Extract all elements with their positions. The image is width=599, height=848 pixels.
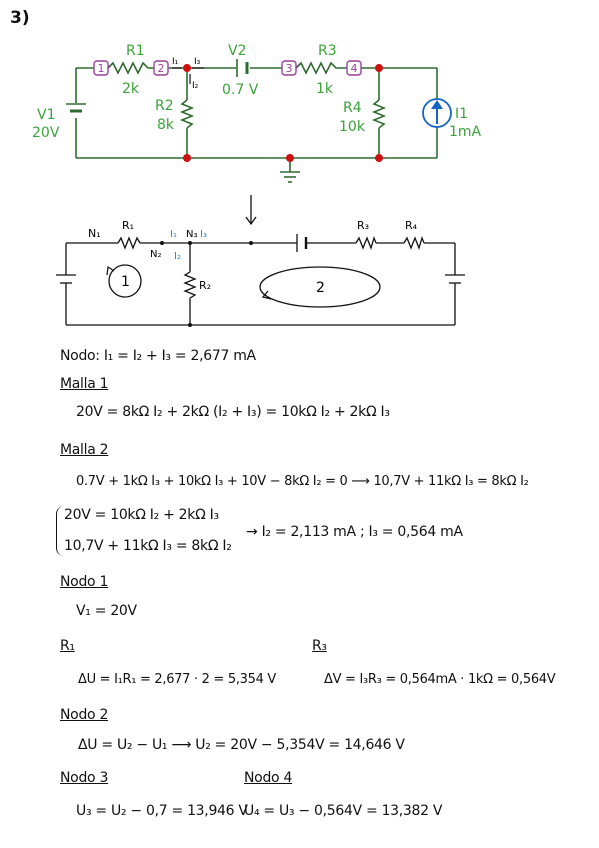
circuit-schematic: 1 2 3 4 I₁ I₃ I₂ R1 2k V2 0.7 V R3 1k R2… xyxy=(32,43,482,183)
system-brace xyxy=(56,506,65,556)
v2-label: V2 xyxy=(228,43,246,59)
system-equation-1: 20V = 10kΩ I₂ + 2kΩ I₃ xyxy=(64,507,219,523)
junction-dots xyxy=(183,64,383,162)
i1-value: 1mA xyxy=(449,124,482,140)
v2-value: 0.7 V xyxy=(222,82,259,98)
r4-label: R4 xyxy=(343,100,362,116)
v1-label: V1 xyxy=(37,107,55,123)
i1-current-source-symbol xyxy=(422,98,452,128)
sketch-wires xyxy=(56,195,465,326)
sketch-r4-label: R₄ xyxy=(405,219,418,232)
loop-2-label: 2 xyxy=(316,280,325,296)
nodo-2-equation: ΔU = U₂ − U₁ ⟶ U₂ = 20V − 5,354V = 14,64… xyxy=(78,737,405,753)
sketch-i3-label: I₃ xyxy=(200,229,207,240)
r1-value: 2k xyxy=(122,81,140,97)
nodo-3-equation: U₃ = U₂ − 0,7 = 13,946 V xyxy=(76,803,248,819)
r2-value: 8k xyxy=(157,117,175,133)
node-marker-1: 1 xyxy=(93,60,109,76)
loop-1-arrow xyxy=(106,265,115,276)
sketch-r1-symbol xyxy=(117,236,141,250)
current-arrows xyxy=(172,67,204,84)
svg-text:1: 1 xyxy=(98,62,105,75)
problem-number: 3) xyxy=(10,8,30,28)
nodo-equation: Nodo: I₁ = I₂ + I₃ = 2,677 mA xyxy=(60,348,256,364)
r4-value: 10k xyxy=(339,119,366,135)
r1-resistor-symbol xyxy=(107,61,155,75)
nodo-3-title: Nodo 3 xyxy=(60,770,109,786)
malla-2-equation: 0.7V + 1kΩ I₃ + 10kΩ I₃ + 10V − 8kΩ I₂ =… xyxy=(76,474,529,489)
r3-value: 1k xyxy=(316,81,334,97)
loop-1-label: 1 xyxy=(121,274,130,290)
i1-label: I1 xyxy=(455,106,468,122)
node-marker-3: 3 xyxy=(281,60,297,76)
nodo-4-equation: U₄ = U₃ − 0,564V = 13,382 V xyxy=(244,803,443,819)
sketch-i1-label: I₁ xyxy=(170,229,177,240)
r3-resistor-symbol xyxy=(295,61,347,75)
system-result: → I₂ = 2,113 mA ; I₃ = 0,564 mA xyxy=(246,524,463,540)
sketch-n3-label: N₃ xyxy=(186,229,198,240)
svg-text:2: 2 xyxy=(158,62,165,75)
sketch-n2-label: N₂ xyxy=(150,249,162,260)
r3-equation: ΔV = I₃R₃ = 0,564mA · 1kΩ = 0,564V xyxy=(324,672,556,687)
nodo-1-equation: V₁ = 20V xyxy=(76,603,137,619)
r3-label: R3 xyxy=(318,43,337,59)
sketch-i2-label: I₂ xyxy=(174,251,181,262)
r1-title: R₁ xyxy=(60,638,75,654)
r3-title: R₃ xyxy=(312,638,327,654)
r4-resistor-symbol xyxy=(371,99,387,129)
r1-label: R1 xyxy=(126,43,145,59)
node-marker-4: 4 xyxy=(346,60,362,76)
v2-battery-symbol xyxy=(236,59,249,77)
v1-value: 20V xyxy=(32,125,60,141)
system-equation-2: 10,7V + 11kΩ I₃ = 8kΩ I₂ xyxy=(64,538,232,554)
hand-drawn-circuit: 1 2 N₁ R₁ N₂ N₃ I₁ I₃ I₂ R₂ R₃ R₄ xyxy=(56,195,465,327)
node-marker-2: 2 xyxy=(153,60,169,76)
schematic-i3-label: I₃ xyxy=(194,57,201,67)
malla-1-title: Malla 1 xyxy=(60,376,109,392)
r1-equation: ΔU = I₁R₁ = 2,677 · 2 = 5,354 V xyxy=(78,672,276,687)
sketch-r2-label: R₂ xyxy=(199,279,211,292)
svg-text:3: 3 xyxy=(286,62,293,75)
sketch-r1-label: R₁ xyxy=(122,219,134,232)
sketch-r3-label: R₃ xyxy=(357,219,369,232)
r2-label: R2 xyxy=(155,98,174,114)
nodo-4-title: Nodo 4 xyxy=(244,770,293,786)
svg-text:4: 4 xyxy=(351,62,358,75)
sketch-dots xyxy=(160,241,253,327)
schematic-i1-label: I₁ xyxy=(172,57,179,67)
sketch-r3-symbol xyxy=(355,236,377,250)
loop-1-circle xyxy=(108,264,142,298)
sketch-r4-symbol xyxy=(403,236,425,250)
schematic-i2-label: I₂ xyxy=(192,81,199,91)
nodo-2-title: Nodo 2 xyxy=(60,707,109,723)
sketch-r2-symbol xyxy=(183,271,197,299)
r2-resistor-symbol xyxy=(179,99,195,129)
malla-2-title: Malla 2 xyxy=(60,442,109,458)
nodo-1-title: Nodo 1 xyxy=(60,574,109,590)
sketch-n1-label: N₁ xyxy=(88,227,101,240)
v1-battery-symbol xyxy=(66,103,86,113)
malla-1-equation: 20V = 8kΩ I₂ + 2kΩ (I₂ + I₃) = 10kΩ I₂ +… xyxy=(76,404,390,420)
